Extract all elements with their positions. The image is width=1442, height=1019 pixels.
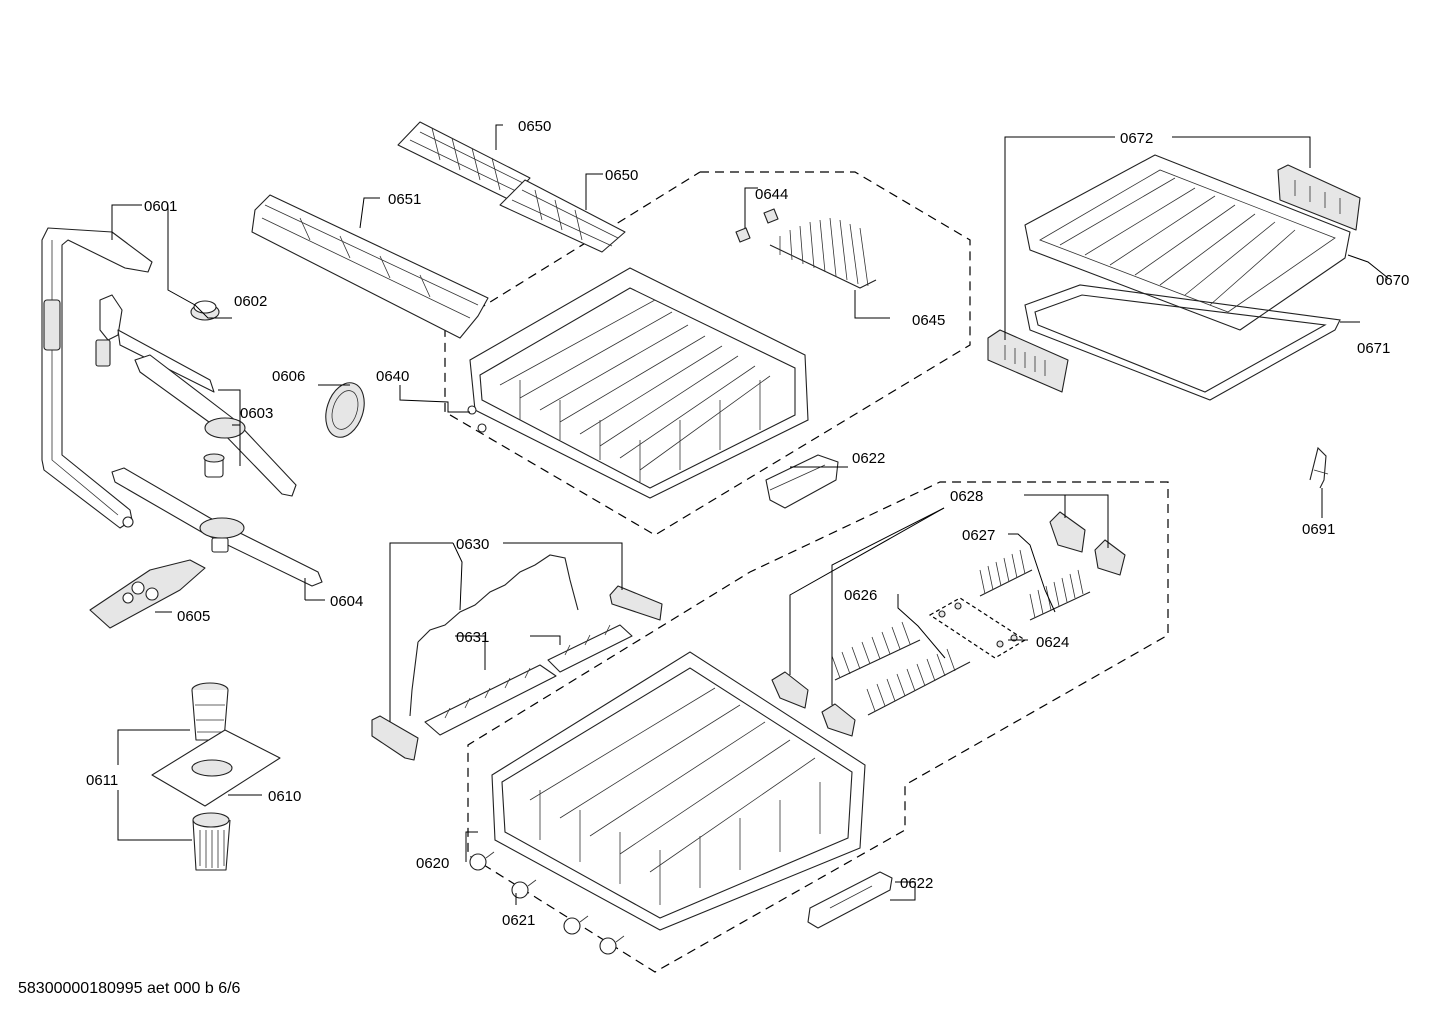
tine-row-part-d — [1029, 569, 1091, 621]
nut-part — [190, 300, 220, 321]
wheel-part-d — [599, 935, 625, 955]
lower-basket-part — [491, 651, 866, 931]
upper-spray-arm-part — [95, 294, 297, 497]
callout-0624: 0624 — [1036, 634, 1069, 651]
callout-0603: 0603 — [240, 405, 273, 422]
callout-0610: 0610 — [268, 788, 301, 805]
callout-0644: 0644 — [755, 186, 788, 203]
cutlery-tray-part-b — [499, 179, 626, 253]
handle-part-upper — [765, 454, 839, 509]
callout-0627: 0627 — [962, 527, 995, 544]
callout-0604: 0604 — [330, 593, 363, 610]
callout-0622-lower: 0622 — [900, 875, 933, 892]
upper-basket-group-outline — [444, 171, 971, 536]
tine-row-part-a — [831, 621, 921, 681]
wheel-part-c — [563, 915, 589, 935]
callout-0621: 0621 — [502, 912, 535, 929]
cutlery-tray-part-a — [397, 121, 531, 201]
rail-part-left — [987, 329, 1069, 393]
callout-0628: 0628 — [950, 488, 983, 505]
callout-0622-upper: 0622 — [852, 450, 885, 467]
callout-0650-mid: 0650 — [605, 167, 638, 184]
clip-part — [735, 208, 779, 243]
wire-rail-part — [409, 554, 579, 717]
callout-0631: 0631 — [456, 629, 489, 646]
lower-basket-group-outline — [467, 481, 1169, 973]
rail-part-right — [1277, 164, 1361, 231]
third-rack-frame-part — [1024, 284, 1341, 401]
callout-0691: 0691 — [1302, 521, 1335, 538]
clip-set-part — [928, 597, 1027, 659]
filter-plate-part — [89, 559, 206, 629]
bracket-part-b — [609, 585, 663, 621]
callout-0651: 0651 — [388, 191, 421, 208]
wheel-part-a — [469, 851, 495, 871]
leader-lines — [111, 124, 1389, 905]
holder-part-c — [771, 671, 809, 709]
holder-part-d — [821, 703, 856, 737]
callout-0650-top: 0650 — [518, 118, 551, 135]
callout-0645: 0645 — [912, 312, 945, 329]
callout-0620: 0620 — [416, 855, 449, 872]
callout-labels: 0601 0602 0603 0604 0605 0606 0640 0611 … — [86, 118, 1409, 929]
plate-rack-part-a — [424, 664, 557, 736]
callout-0670: 0670 — [1376, 272, 1409, 289]
callout-0640: 0640 — [376, 368, 409, 385]
plate-rack-part-b — [547, 624, 633, 673]
cup-rack-part — [769, 217, 877, 289]
lower-spray-arm-part — [111, 467, 323, 587]
callout-0611: 0611 — [86, 772, 118, 789]
spring-clip-part — [1309, 446, 1329, 489]
tine-row-part-b — [866, 648, 971, 716]
sump-filter-part — [151, 682, 281, 871]
bracket-part-a — [371, 715, 419, 761]
callout-0602: 0602 — [234, 293, 267, 310]
callout-0671: 0671 — [1357, 340, 1390, 357]
callout-0606: 0606 — [272, 368, 305, 385]
upper-basket-part — [467, 267, 809, 499]
callout-0672: 0672 — [1120, 130, 1153, 147]
callout-0630: 0630 — [456, 536, 489, 553]
callout-0605: 0605 — [177, 608, 210, 625]
round-cap-part — [325, 382, 365, 438]
callout-0626: 0626 — [844, 587, 877, 604]
supply-pipe-part — [41, 227, 153, 529]
holder-part-b — [1094, 539, 1126, 576]
tine-row-part-c — [979, 549, 1033, 597]
third-rack-tray-part — [1024, 154, 1351, 331]
document-code: 58300000180995 aet 000 b 6/6 — [18, 980, 241, 997]
handle-part-lower — [807, 871, 893, 929]
cutlery-drawer-part — [251, 194, 489, 339]
holder-part-a — [1049, 511, 1086, 553]
callout-0601: 0601 — [144, 198, 177, 215]
